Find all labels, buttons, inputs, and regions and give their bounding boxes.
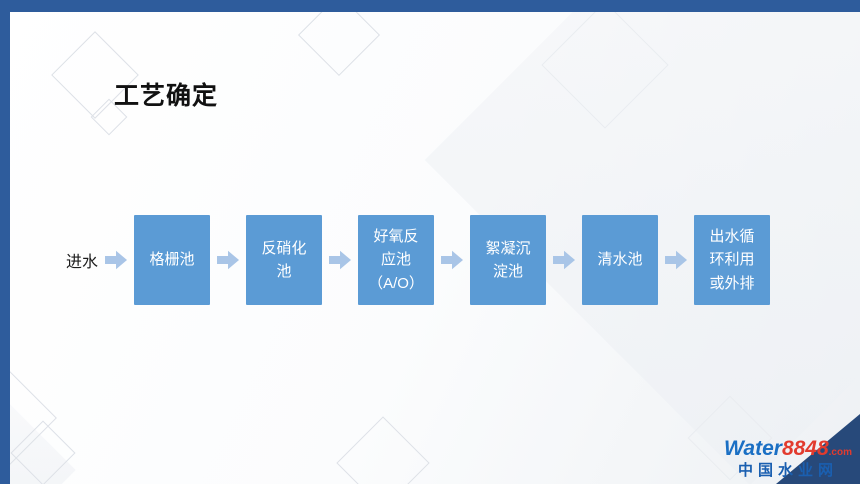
top-accent-bar — [0, 0, 860, 12]
right-arrow-icon — [217, 250, 240, 270]
logo-wordmark: Water8848.com — [724, 437, 852, 460]
flow-step-label: 出水循 环利用 或外排 — [709, 228, 755, 292]
flow-step-box-aerobic-reaction-pool: 好氧反 应池 （A/O） — [358, 215, 435, 305]
process-flow-diagram: 进水 格栅池 反硝化 池 好氧反 应池 （A/O） 絮凝沉 淀池 清水池 出水循… — [66, 214, 771, 306]
flow-step-label: 反硝化 池 — [261, 239, 307, 280]
right-arrow-icon — [441, 250, 464, 270]
logo-brand-text: Water — [723, 437, 782, 461]
flow-step-box-grid-pool: 格栅池 — [134, 215, 211, 305]
left-accent-bar — [0, 0, 10, 484]
diamond-decoration — [336, 416, 430, 484]
flow-step-box-flocculation-sedimentation-pool: 絮凝沉 淀池 — [470, 215, 547, 305]
flow-step-box-clear-water-pool: 清水池 — [582, 215, 659, 305]
right-arrow-icon — [105, 250, 128, 270]
flow-source-label: 进水 — [66, 254, 99, 271]
flow-step-label: 絮凝沉 淀池 — [485, 239, 531, 280]
right-arrow-icon — [553, 250, 576, 270]
right-arrow-icon — [329, 250, 352, 270]
logo-subtitle: 中国水业网 — [737, 461, 838, 479]
water8848-logo: Water8848.com 中国水业网 — [724, 437, 852, 479]
flow-step-box-effluent-reuse-or-discharge: 出水循 环利用 或外排 — [694, 215, 771, 305]
flow-step-label: 格栅池 — [149, 251, 195, 269]
flow-step-label: 清水池 — [597, 251, 643, 269]
slide-title: 工艺确定 — [114, 82, 219, 110]
right-arrow-icon — [665, 250, 688, 270]
logo-domain-suffix: .com — [828, 447, 852, 459]
logo-number-text: 8848 — [781, 437, 829, 461]
flow-step-label: 好氧反 应池 （A/O） — [368, 228, 424, 292]
flow-step-box-denitrification-pool: 反硝化 池 — [246, 215, 323, 305]
